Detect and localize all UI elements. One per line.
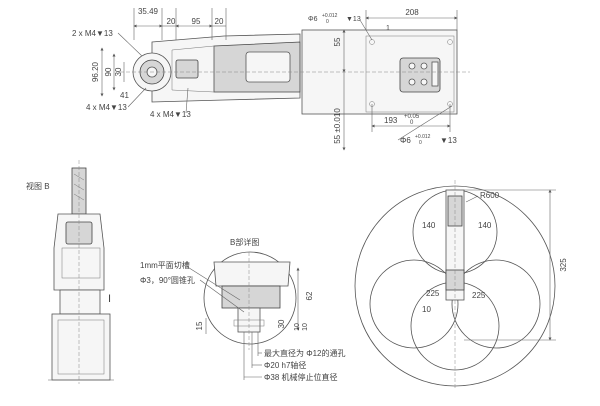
- dim-10b: 10: [302, 323, 309, 331]
- ang-225a: 225: [426, 289, 440, 298]
- base-plate-inner: [365, 35, 455, 113]
- phi6-top-tol-up: +0.012: [322, 13, 338, 19]
- detail-circle: [203, 251, 297, 345]
- workspace-right-circle: [451, 259, 541, 349]
- connector-5: [431, 61, 439, 87]
- note-stop: Φ38 机械停止位直径: [264, 372, 338, 382]
- dim-95: 95: [192, 17, 201, 26]
- ang-140b: 140: [478, 221, 492, 230]
- note-shaft: Φ20 h7轴径: [264, 360, 306, 370]
- arm-link-2: [171, 45, 215, 93]
- workspace-view: R600 140 140 225 225 10 325: [354, 180, 568, 390]
- taper-hole-leader: [199, 279, 245, 313]
- dim-55a: 55: [333, 37, 342, 46]
- side-shaft-thread-1: [73, 173, 85, 181]
- ang-140a: 140: [422, 221, 436, 230]
- connector-3: [408, 78, 416, 86]
- dim-10-ws: 10: [422, 305, 431, 314]
- hole-2m4: 2 x M4▼13: [72, 29, 113, 38]
- dim-90: 90: [104, 67, 113, 76]
- connector-2: [420, 62, 428, 70]
- dim-30-detail: 30: [277, 319, 286, 328]
- detail-housing: [213, 261, 291, 287]
- side-view-title: 视图 B: [26, 181, 50, 191]
- hole-4m4b-leader: [185, 87, 189, 114]
- phi6-top: Φ6: [308, 16, 318, 23]
- phi6-top-depth: ▼13: [346, 16, 361, 23]
- dim-20b: 20: [215, 17, 224, 26]
- phi6-bot: Φ6: [400, 136, 411, 145]
- connector-1: [408, 62, 416, 70]
- dim-193-tol-up: +0.05: [404, 114, 420, 120]
- mount-hole-2: [447, 39, 453, 45]
- dim-208: 208: [405, 8, 419, 17]
- r600-leader: [465, 195, 479, 203]
- dim-20a: 20: [167, 17, 176, 26]
- dim-15: 15: [195, 321, 204, 330]
- phi6-bot-tol-up: +0.012: [415, 134, 431, 140]
- phi6-bot-depth: ▼13: [440, 136, 457, 145]
- arm-cover: [245, 51, 291, 83]
- phi6-bot-tol-low: 0: [419, 140, 422, 146]
- side-arm-cover: [61, 247, 101, 279]
- hole-2m4-leader: [117, 32, 143, 57]
- top-view: 35.49 20 95 20 208 Φ6 +0.012 0 ▼13 1 2 x…: [72, 7, 470, 151]
- dim-193-tol-low: 0: [410, 120, 414, 126]
- dim-41: 41: [120, 91, 129, 100]
- flat-groove: 1mm平面切槽: [140, 260, 190, 270]
- side-column: [59, 289, 101, 315]
- dim-325: 325: [559, 258, 568, 272]
- detail-view: B部详图 1mm平面切槽 Φ3，90°圆锥孔 62 15 30 10 10 最大…: [140, 237, 346, 382]
- detail-flange: [221, 285, 281, 309]
- connector-4: [420, 78, 428, 86]
- dim-30: 30: [114, 67, 123, 76]
- hole-4m4b: 4 x M4▼13: [150, 110, 191, 119]
- side-view: 视图 B I: [26, 160, 114, 384]
- dim-55b: 55 ±0.010: [333, 108, 342, 144]
- phi6-top-tol-low: 0: [326, 19, 329, 25]
- hole-4m4a-leader: [127, 87, 147, 108]
- hole-4m4a: 4 x M4▼13: [86, 103, 127, 112]
- side-base: [51, 313, 111, 381]
- phi6-bot-leader: [397, 105, 453, 141]
- dim-10a: 10: [294, 323, 301, 331]
- r600: R600: [480, 191, 500, 200]
- dim-96-20: 96.20: [91, 61, 100, 82]
- arm-joint-cap: [175, 59, 199, 79]
- workspace-left-circle: [369, 259, 459, 349]
- phi6-top-leader: [359, 19, 373, 41]
- flat-groove-leader: [185, 265, 241, 301]
- dim-1: 1: [386, 25, 390, 32]
- dim-35-49: 35.49: [138, 7, 159, 16]
- dim-193: 193: [384, 116, 398, 125]
- ang-225b: 225: [472, 291, 486, 300]
- detail-view-title: B部详图: [230, 237, 259, 247]
- taper-hole: Φ3，90°圆锥孔: [140, 275, 195, 285]
- side-base-inner: [57, 319, 105, 375]
- section-mark: I: [108, 293, 111, 305]
- note-through-hole: 最大直径为 Φ12的通孔: [264, 348, 346, 358]
- dim-62: 62: [305, 291, 314, 300]
